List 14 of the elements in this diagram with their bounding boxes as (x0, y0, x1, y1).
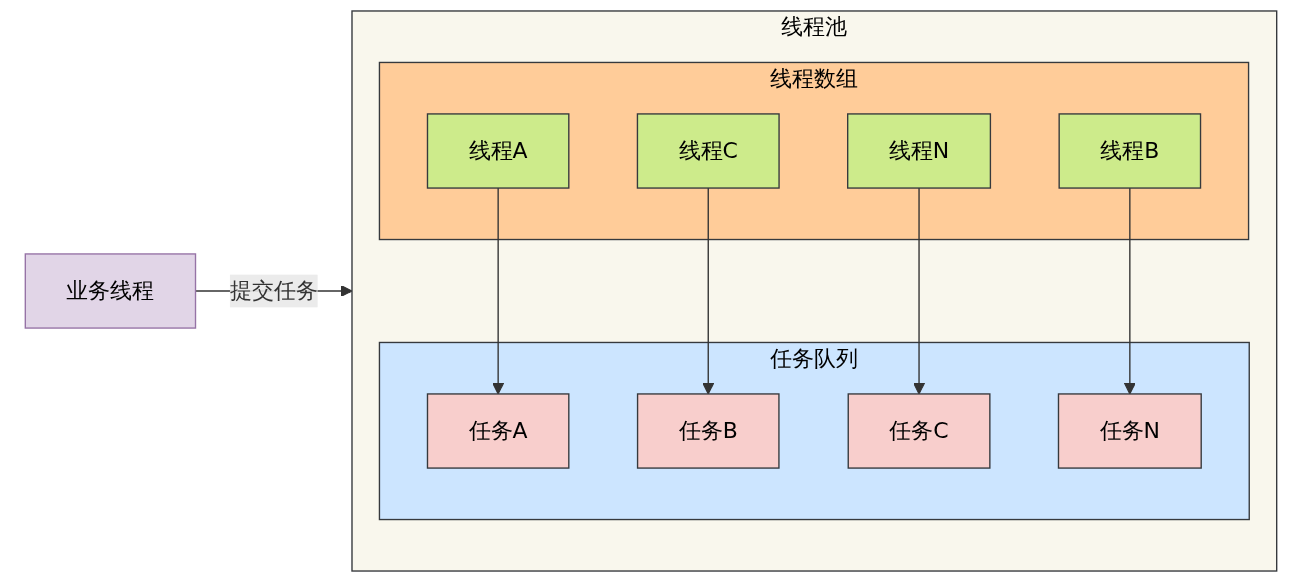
node-box: 线程A (426, 113, 570, 189)
node-box: 任务A (426, 393, 570, 469)
node-box: 任务B (636, 393, 780, 469)
arrow (702, 187, 715, 395)
node-box: 线程B (1058, 113, 1202, 189)
node-box: 线程C (636, 113, 780, 189)
arrow (492, 187, 505, 395)
node-box: 业务线程 (24, 253, 197, 329)
arrow (913, 187, 926, 395)
arrow (1123, 187, 1136, 395)
node-box: 线程N (847, 113, 992, 189)
edge-label: 提交任务 (229, 277, 318, 304)
node-box: 任务C (847, 393, 991, 469)
node-box: 任务N (1057, 393, 1202, 469)
